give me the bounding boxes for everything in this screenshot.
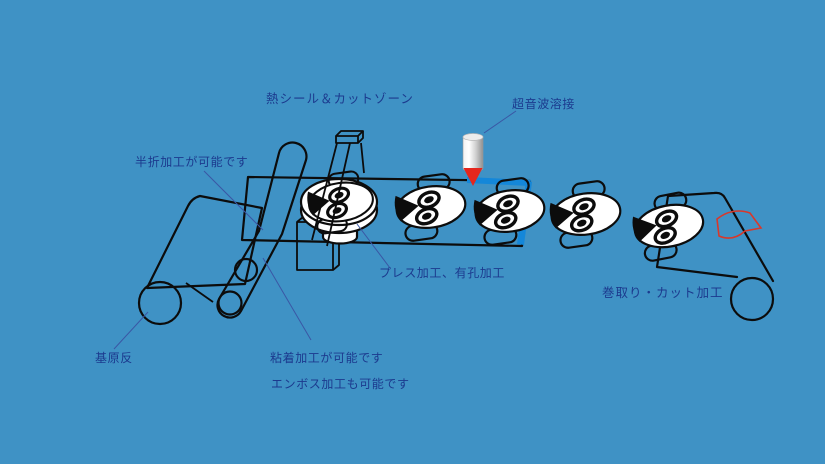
label-press: プレス加工、有孔加工 — [379, 266, 506, 280]
press-column — [311, 130, 365, 247]
label-winding: 巻取り・カット加工 — [602, 285, 724, 300]
label-adhesive: 粘着加工が可能です — [270, 351, 384, 365]
label-half-fold: 半折加工が可能です — [135, 155, 249, 169]
label-base-roll: 基原反 — [95, 351, 133, 365]
label-emboss: エンボス加工も可能です — [271, 377, 410, 391]
leader-lines — [113, 110, 517, 350]
product-piece-2 — [389, 169, 472, 245]
product-piece-4 — [544, 176, 627, 252]
half-fold-bar — [216, 141, 308, 319]
label-heat-seal-zone: 熱シール＆カットゾーン — [266, 91, 414, 106]
cut-mark — [716, 210, 763, 239]
label-ultrasonic: 超音波溶接 — [512, 97, 576, 111]
welder-tip — [463, 168, 483, 186]
ultrasonic-welder — [462, 133, 484, 186]
product-piece-3 — [468, 173, 551, 249]
unwind-roll — [137, 194, 264, 326]
